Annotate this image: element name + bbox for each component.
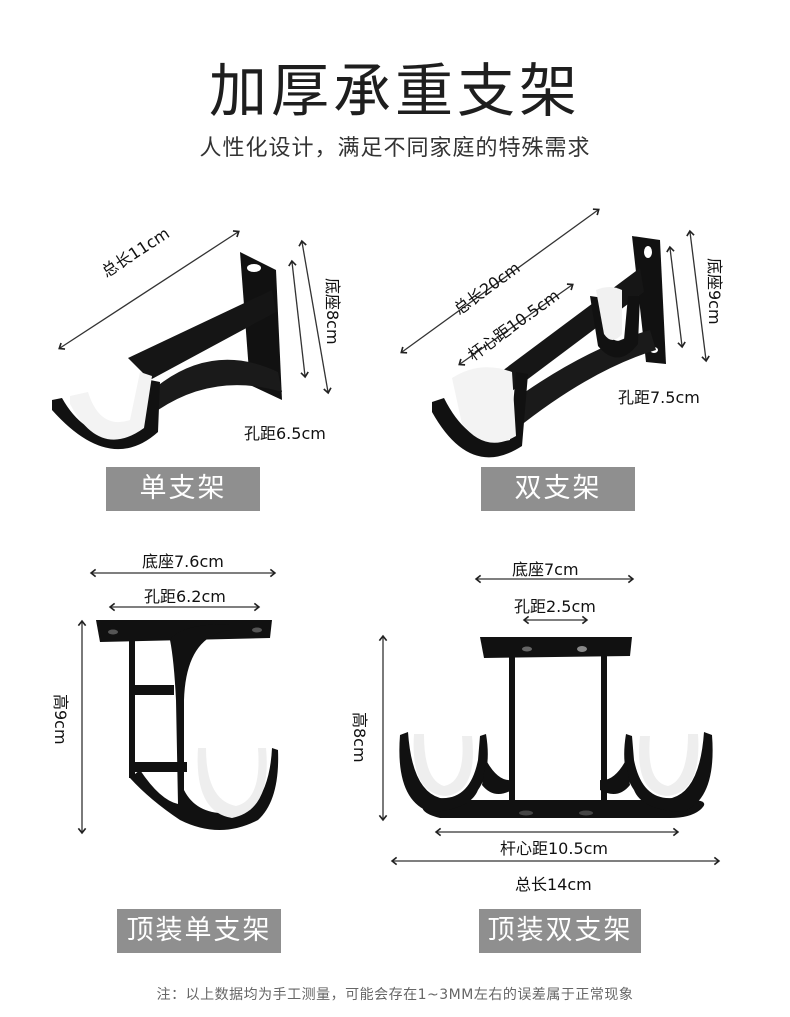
ceiling-double-hole-distance-label: 孔距2.5cm: [514, 597, 596, 616]
ceiling-single-hole-distance-label: 孔距6.2cm: [144, 587, 226, 606]
page-title: 加厚承重支架: [208, 57, 581, 125]
ceiling-double-height-label: 高8cm: [350, 712, 369, 763]
double-bracket-label: 双支架: [481, 467, 635, 511]
base-arrow: [686, 229, 710, 363]
single-hole-distance-label: 孔距6.5cm: [244, 424, 326, 443]
total-length-arrow: [58, 230, 240, 350]
page-subtitle: 人性化设计，满足不同家庭的特殊需求: [199, 136, 591, 161]
ceiling-single-bracket-label: 顶装单支架: [117, 909, 281, 953]
double-base-label: 底座9cm: [705, 258, 724, 325]
ceiling-single-height-label: 高9cm: [51, 694, 70, 745]
rod-center-arrow: [458, 283, 574, 366]
single-bracket-image: [52, 230, 332, 450]
hole-distance-arrow: [666, 245, 686, 349]
ceiling-double-bracket-image: [378, 574, 721, 866]
measurement-note: 注：以上数据均为手工测量，可能会存在1~3MM左右的误差属于正常现象: [156, 987, 634, 1003]
ceiling-double-total-length-label: 总长14cm: [515, 875, 592, 894]
single-base-label: 底座8cm: [323, 278, 342, 345]
ceiling-double-base-label: 底座7cm: [512, 560, 579, 579]
hole-distance-arrow: [288, 259, 309, 379]
ceiling-single-base-label: 底座7.6cm: [142, 552, 224, 571]
double-bracket-image: [400, 208, 710, 458]
ceiling-double-rod-center-label: 杆心距10.5cm: [500, 839, 609, 858]
ceiling-double-bracket-label: 顶装双支架: [479, 909, 641, 953]
ceiling-single-bracket-image: [77, 568, 279, 835]
base-arrow: [298, 239, 332, 395]
double-hole-distance-label: 孔距7.5cm: [618, 388, 700, 407]
single-bracket-label: 单支架: [106, 467, 260, 511]
total-length-arrow: [400, 208, 600, 354]
